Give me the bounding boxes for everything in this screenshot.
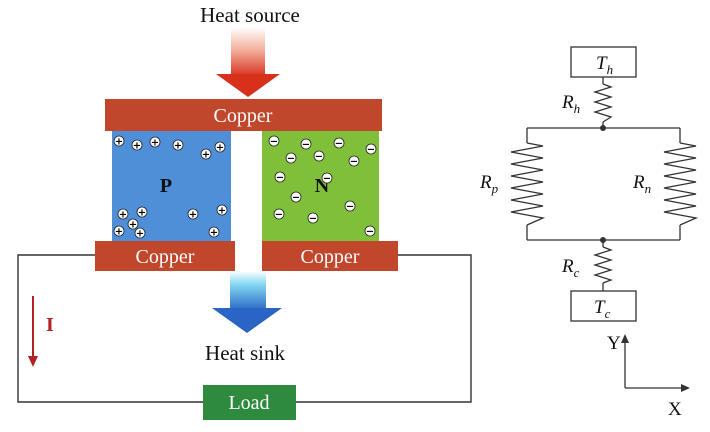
hole-carrier: +: [113, 135, 125, 148]
tc-label: Tc: [594, 297, 611, 321]
svg-text:−: −: [335, 139, 343, 150]
electron-carrier: −: [344, 200, 356, 213]
p-type-label: P: [160, 175, 172, 197]
hole-carrier: +: [134, 227, 146, 240]
electron-carrier: −: [365, 143, 377, 156]
svg-text:+: +: [151, 138, 159, 149]
hole-carrier: +: [136, 206, 148, 219]
hole-carrier: +: [208, 226, 220, 239]
electron-carrier: −: [273, 208, 285, 221]
rh-label: Rh: [561, 92, 580, 116]
svg-text:−: −: [323, 174, 331, 185]
external-circuit-wire: [17, 254, 472, 403]
svg-text:−: −: [287, 154, 295, 165]
svg-text:+: +: [115, 137, 123, 148]
electron-carrier: −: [274, 171, 286, 184]
svg-text:+: +: [210, 228, 218, 239]
copper-right-plate: [262, 241, 398, 271]
svg-text:−: −: [309, 214, 317, 225]
rc-label: Rc: [561, 256, 580, 280]
electron-carrier: −: [348, 155, 360, 168]
svg-text:+: +: [119, 210, 127, 221]
svg-text:+: +: [138, 208, 146, 219]
n-carriers: −−−−−−−−−−−−−−: [268, 135, 377, 238]
hole-carrier: +: [216, 204, 228, 217]
y-axis-label: Y: [607, 333, 621, 354]
svg-text:−: −: [276, 173, 284, 184]
th-label: Th: [596, 53, 613, 77]
resistor-rh: [592, 83, 614, 123]
hole-carrier: +: [127, 218, 139, 231]
electron-carrier: −: [313, 150, 325, 163]
hole-carrier: +: [187, 208, 199, 221]
load-label: Load: [228, 392, 269, 414]
electron-carrier: −: [333, 137, 345, 150]
tc-node-box: [570, 290, 637, 322]
svg-text:+: +: [174, 141, 182, 152]
svg-text:−: −: [270, 137, 278, 148]
copper-left-label: Copper: [136, 246, 195, 268]
svg-text:+: +: [136, 229, 144, 240]
resistor-rp: [510, 142, 546, 226]
hole-carrier: +: [214, 141, 226, 154]
junction-bottom: [600, 237, 606, 243]
electron-carrier: −: [268, 135, 280, 148]
copper-top-plate: [105, 99, 382, 131]
svg-text:−: −: [367, 145, 375, 156]
th-node-box: [570, 46, 637, 78]
svg-text:−: −: [350, 157, 358, 168]
rp-label: Rp: [479, 172, 499, 196]
heat-sink-label: Heat sink: [205, 341, 285, 365]
n-type-leg: [262, 131, 379, 241]
hole-carrier: +: [113, 225, 125, 238]
heat-source-arrow: [216, 27, 280, 97]
svg-text:−: −: [275, 210, 283, 221]
svg-text:−: −: [366, 227, 374, 238]
heat-source-label: Heat source: [200, 3, 300, 27]
hole-carrier: +: [172, 139, 184, 152]
hole-carrier: +: [149, 136, 161, 149]
svg-text:−: −: [302, 140, 310, 151]
coordinate-axes: [621, 334, 690, 392]
copper-right-label: Copper: [301, 246, 360, 268]
electron-carrier: −: [300, 138, 312, 151]
svg-text:+: +: [202, 150, 210, 161]
svg-text:−: −: [292, 193, 300, 204]
junction-top: [600, 125, 606, 131]
electron-carrier: −: [321, 172, 333, 185]
svg-text:+: +: [115, 227, 123, 238]
x-axis-label: X: [668, 399, 682, 420]
svg-text:−: −: [346, 202, 354, 213]
svg-text:+: +: [189, 210, 197, 221]
electron-carrier: −: [307, 212, 319, 225]
svg-text:+: +: [218, 206, 226, 217]
copper-top-label: Copper: [214, 105, 273, 127]
current-label: I: [46, 314, 54, 336]
electron-carrier: −: [285, 152, 297, 165]
hole-carrier: +: [131, 139, 143, 152]
svg-text:−: −: [315, 152, 323, 163]
svg-text:+: +: [216, 143, 224, 154]
heat-sink-arrow: [212, 271, 282, 333]
current-arrow: [28, 296, 38, 367]
rn-label: Rn: [632, 172, 651, 196]
resistor-rc: [592, 246, 614, 284]
electron-carrier: −: [290, 191, 302, 204]
svg-text:+: +: [129, 220, 137, 231]
p-carriers: ++++++++++++++: [113, 135, 228, 240]
load-box: [203, 385, 296, 420]
copper-left-plate: [95, 241, 235, 271]
electron-carrier: −: [364, 225, 376, 238]
resistor-rn: [663, 142, 699, 226]
hole-carrier: +: [200, 148, 212, 161]
svg-text:+: +: [133, 141, 141, 152]
hole-carrier: +: [117, 208, 129, 221]
